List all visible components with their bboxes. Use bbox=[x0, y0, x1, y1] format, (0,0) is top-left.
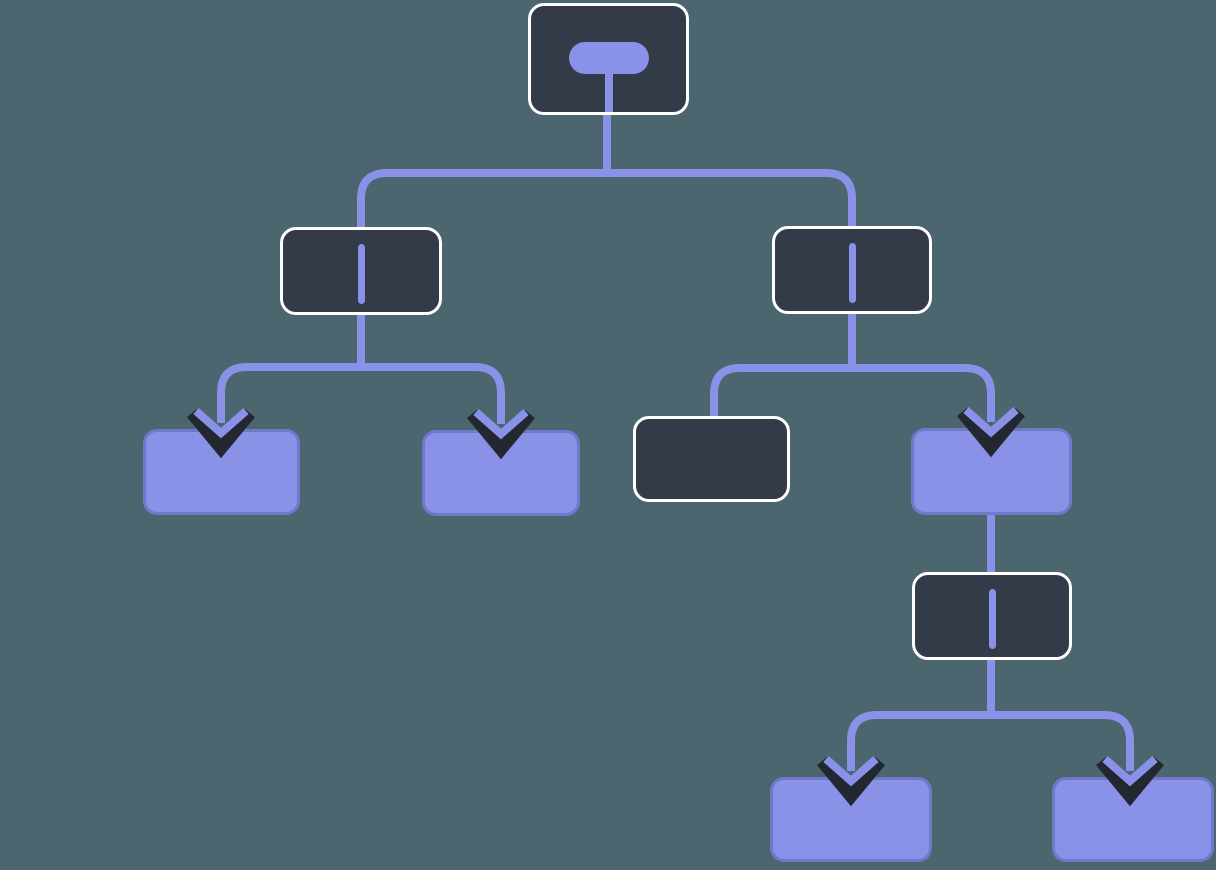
vertical-bar-icon bbox=[357, 244, 365, 304]
node-root[interactable] bbox=[528, 3, 689, 115]
node-leaf-3[interactable] bbox=[633, 416, 790, 502]
node-leaf-1[interactable] bbox=[143, 429, 300, 515]
node-leaf-6[interactable] bbox=[1052, 777, 1214, 862]
node-branch-right[interactable] bbox=[772, 226, 932, 314]
vertical-bar-icon bbox=[988, 589, 996, 649]
node-branch-chain[interactable] bbox=[912, 572, 1072, 660]
vertical-bar-icon bbox=[848, 243, 856, 303]
node-leaf-4[interactable] bbox=[911, 428, 1072, 515]
node-leaf-5[interactable] bbox=[770, 777, 932, 862]
root-pill-icon bbox=[568, 42, 649, 112]
node-branch-left[interactable] bbox=[280, 227, 442, 315]
node-leaf-2[interactable] bbox=[422, 430, 580, 516]
